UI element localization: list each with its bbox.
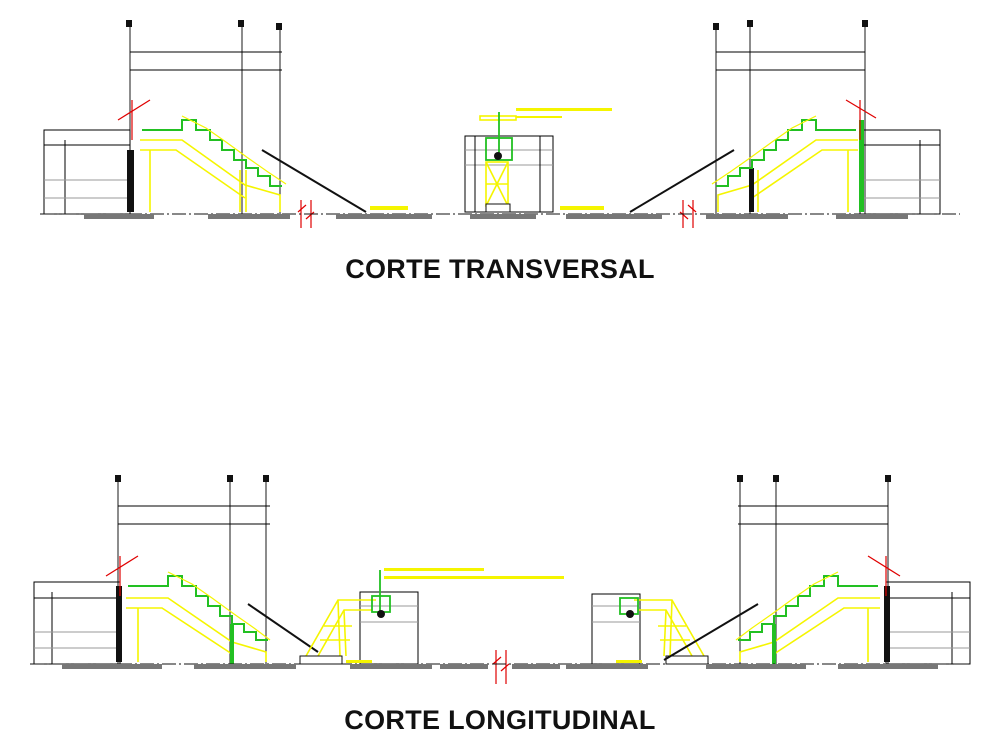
ground-line-transversal bbox=[40, 213, 960, 219]
roof-dimension-lines bbox=[129, 26, 282, 214]
stand-structure bbox=[140, 139, 281, 212]
left-stand bbox=[43, 20, 408, 228]
light-fixtures bbox=[126, 20, 282, 30]
label-block-right bbox=[560, 206, 604, 210]
left-stand-long bbox=[33, 475, 319, 665]
left-hoop-support bbox=[299, 568, 564, 665]
annotation-lines-long bbox=[384, 568, 484, 571]
section-longitudinal bbox=[30, 475, 971, 684]
ground-line-longitudinal bbox=[30, 663, 970, 669]
label-block bbox=[370, 206, 408, 210]
section-break bbox=[297, 200, 315, 228]
section-title-transversal: CORTE TRANSVERSAL bbox=[345, 254, 655, 284]
slope-line bbox=[261, 149, 367, 213]
section-transversal bbox=[40, 20, 960, 228]
center-break bbox=[492, 650, 510, 684]
column bbox=[127, 150, 134, 212]
stair-steps bbox=[142, 115, 287, 187]
base-block bbox=[485, 203, 511, 213]
annotation-lines bbox=[516, 108, 612, 111]
back-building bbox=[43, 129, 131, 215]
annotation-lines-2 bbox=[516, 116, 562, 118]
central-hoop-support bbox=[464, 108, 612, 213]
hoop-ring bbox=[494, 152, 502, 160]
right-stand bbox=[629, 20, 941, 228]
section-title-longitudinal: CORTE LONGITUDINAL bbox=[344, 705, 656, 735]
right-stand-long bbox=[663, 475, 971, 665]
cut-mark bbox=[117, 99, 151, 140]
right-hoop-support bbox=[591, 593, 709, 665]
